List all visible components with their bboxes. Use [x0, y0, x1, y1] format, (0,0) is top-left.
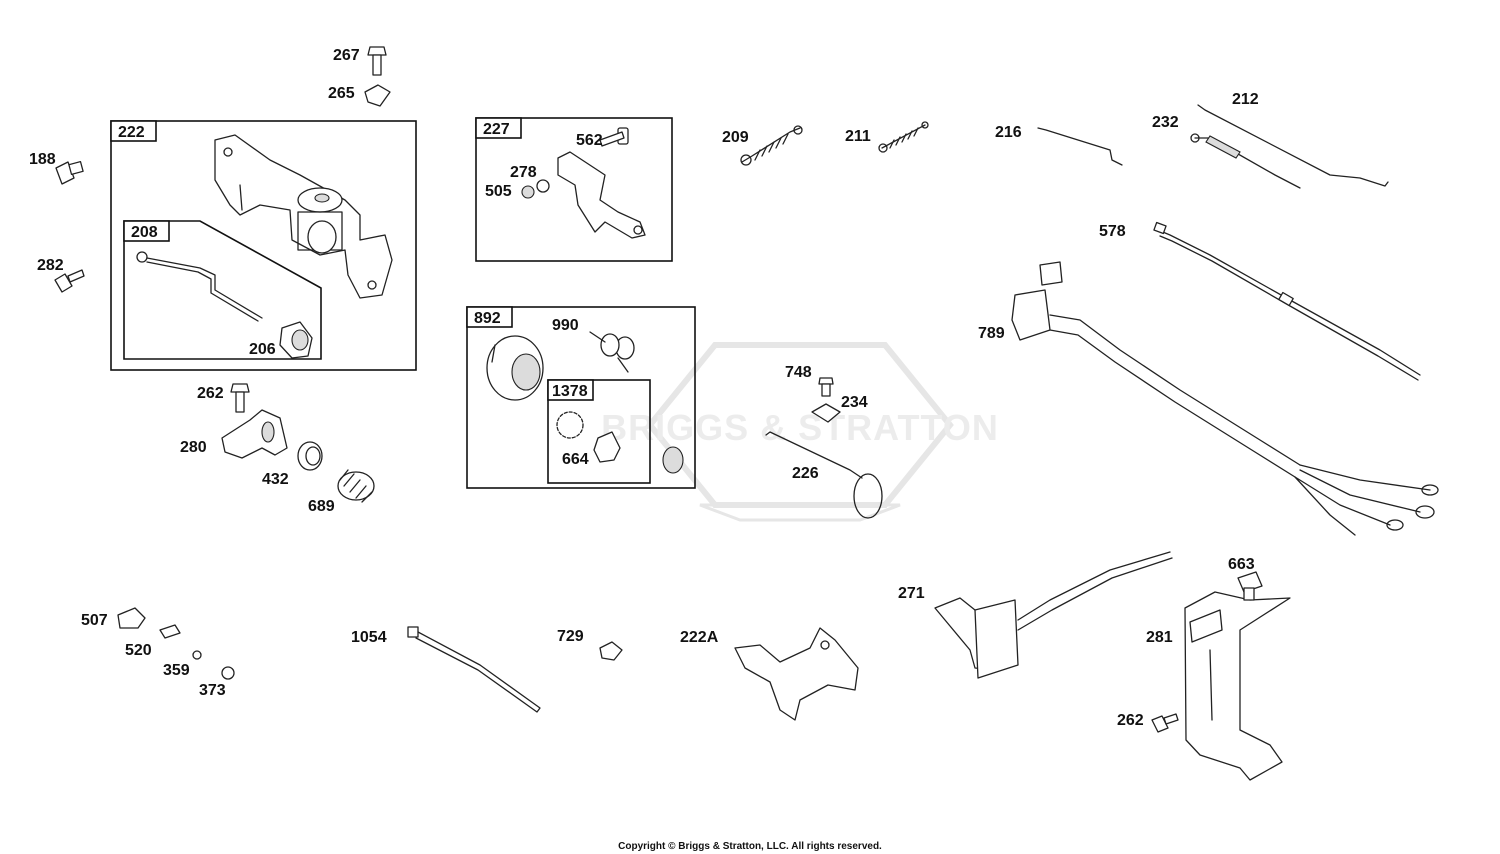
bracket-part-280	[221, 409, 288, 459]
callout-663: 663	[1228, 556, 1255, 573]
nut-part-664	[593, 431, 621, 463]
callout-789: 789	[978, 325, 1005, 342]
callout-278: 278	[510, 164, 537, 181]
box-tag-208: 208	[131, 224, 158, 241]
assembly-box-227: 227	[475, 117, 673, 262]
washer-part-278	[536, 179, 550, 193]
callout-1054: 1054	[351, 629, 387, 646]
knob-part-206	[279, 321, 313, 359]
terminal-part-520	[159, 624, 181, 639]
nut-part	[662, 446, 684, 474]
assembly-box-1378: 1378	[547, 379, 651, 484]
ignition-switch-part	[486, 335, 544, 401]
governor-rod-part	[136, 251, 263, 322]
callout-206: 206	[249, 341, 276, 358]
callout-267: 267	[333, 47, 360, 64]
assembly-box-892: 892	[466, 306, 696, 489]
bolt-part-562	[599, 127, 629, 147]
callout-281: 281	[1146, 629, 1173, 646]
watermark: BRIGGS & STRATTON	[601, 342, 999, 522]
callout-282: 282	[37, 257, 64, 274]
governor-control-assembly	[214, 134, 393, 299]
callout-271: 271	[898, 585, 925, 602]
callout-209: 209	[722, 129, 749, 146]
spring-part-209	[740, 125, 803, 166]
callout-212: 212	[1232, 91, 1259, 108]
box-tag-892: 892	[474, 310, 501, 327]
callout-578: 578	[1099, 223, 1126, 240]
callout-labels: 267 265 188 282 206 262 280 432 689 562 …	[29, 47, 1259, 729]
watermark-text: BRIGGS & STRATTON	[601, 407, 999, 448]
callout-990: 990	[552, 317, 579, 334]
callout-262-top: 262	[197, 385, 224, 402]
callout-280: 280	[180, 439, 207, 456]
cable-tie-part-1054	[407, 626, 541, 713]
wire-harness-part-578	[1153, 221, 1421, 381]
rod-part-226	[765, 431, 883, 519]
rod-part-212	[1197, 104, 1389, 187]
box-tag-222: 222	[118, 124, 145, 141]
nut-part-505	[521, 185, 535, 199]
bushing-part-432	[297, 441, 323, 471]
callout-520: 520	[125, 642, 152, 659]
callout-748: 748	[785, 364, 812, 381]
callout-262-bottom: 262	[1117, 712, 1144, 729]
callout-729: 729	[557, 628, 584, 645]
lock-washer-part	[556, 411, 584, 439]
nut-part-373	[221, 666, 235, 680]
bracket-part-222A	[734, 627, 859, 721]
callout-265: 265	[328, 85, 355, 102]
bolt-part-748	[818, 377, 834, 397]
box-tag-227: 227	[483, 121, 510, 138]
callout-373: 373	[199, 682, 226, 699]
bolt-part-267	[367, 46, 387, 76]
clip-part-265	[364, 84, 391, 107]
callout-232: 232	[1152, 114, 1179, 131]
callout-226: 226	[792, 465, 819, 482]
throttle-control-part-271	[934, 551, 1173, 679]
bracket-part	[557, 151, 646, 239]
assembly-box-222: 222	[110, 120, 417, 371]
callout-216: 216	[995, 124, 1022, 141]
washer-part-359	[192, 650, 202, 660]
bolt-part-262-top	[230, 383, 250, 413]
bolt-part-262-bottom	[1151, 713, 1179, 733]
clip-part-729	[599, 641, 623, 661]
bolt-part-282	[54, 269, 85, 293]
rod-part-216	[1037, 127, 1123, 166]
bracket-part-281	[1184, 591, 1291, 781]
bolt-part-663	[1237, 571, 1263, 601]
spring-part-211	[878, 121, 929, 153]
spring-part-689	[337, 469, 375, 503]
callout-432: 432	[262, 471, 289, 488]
callout-507: 507	[81, 612, 108, 629]
callout-234: 234	[841, 394, 868, 411]
callout-505: 505	[485, 183, 512, 200]
key-part-990	[589, 331, 635, 373]
callout-222A: 222A	[680, 629, 719, 646]
callout-664: 664	[562, 451, 589, 468]
box-tag-1378: 1378	[552, 383, 588, 400]
copyright-text: Copyright © Briggs & Stratton, LLC. All …	[618, 841, 882, 852]
callout-188: 188	[29, 151, 56, 168]
callout-562: 562	[576, 132, 603, 149]
callout-689: 689	[308, 498, 335, 515]
clip-part-234	[811, 403, 841, 423]
assembly-box-208: 208	[123, 220, 322, 360]
spring-part-232	[1190, 133, 1301, 189]
callout-359: 359	[163, 662, 190, 679]
callout-211: 211	[845, 128, 871, 145]
bolt-part-188	[55, 160, 84, 185]
switch-part-507	[117, 607, 146, 629]
wire-harness-part-789	[1011, 261, 1439, 536]
